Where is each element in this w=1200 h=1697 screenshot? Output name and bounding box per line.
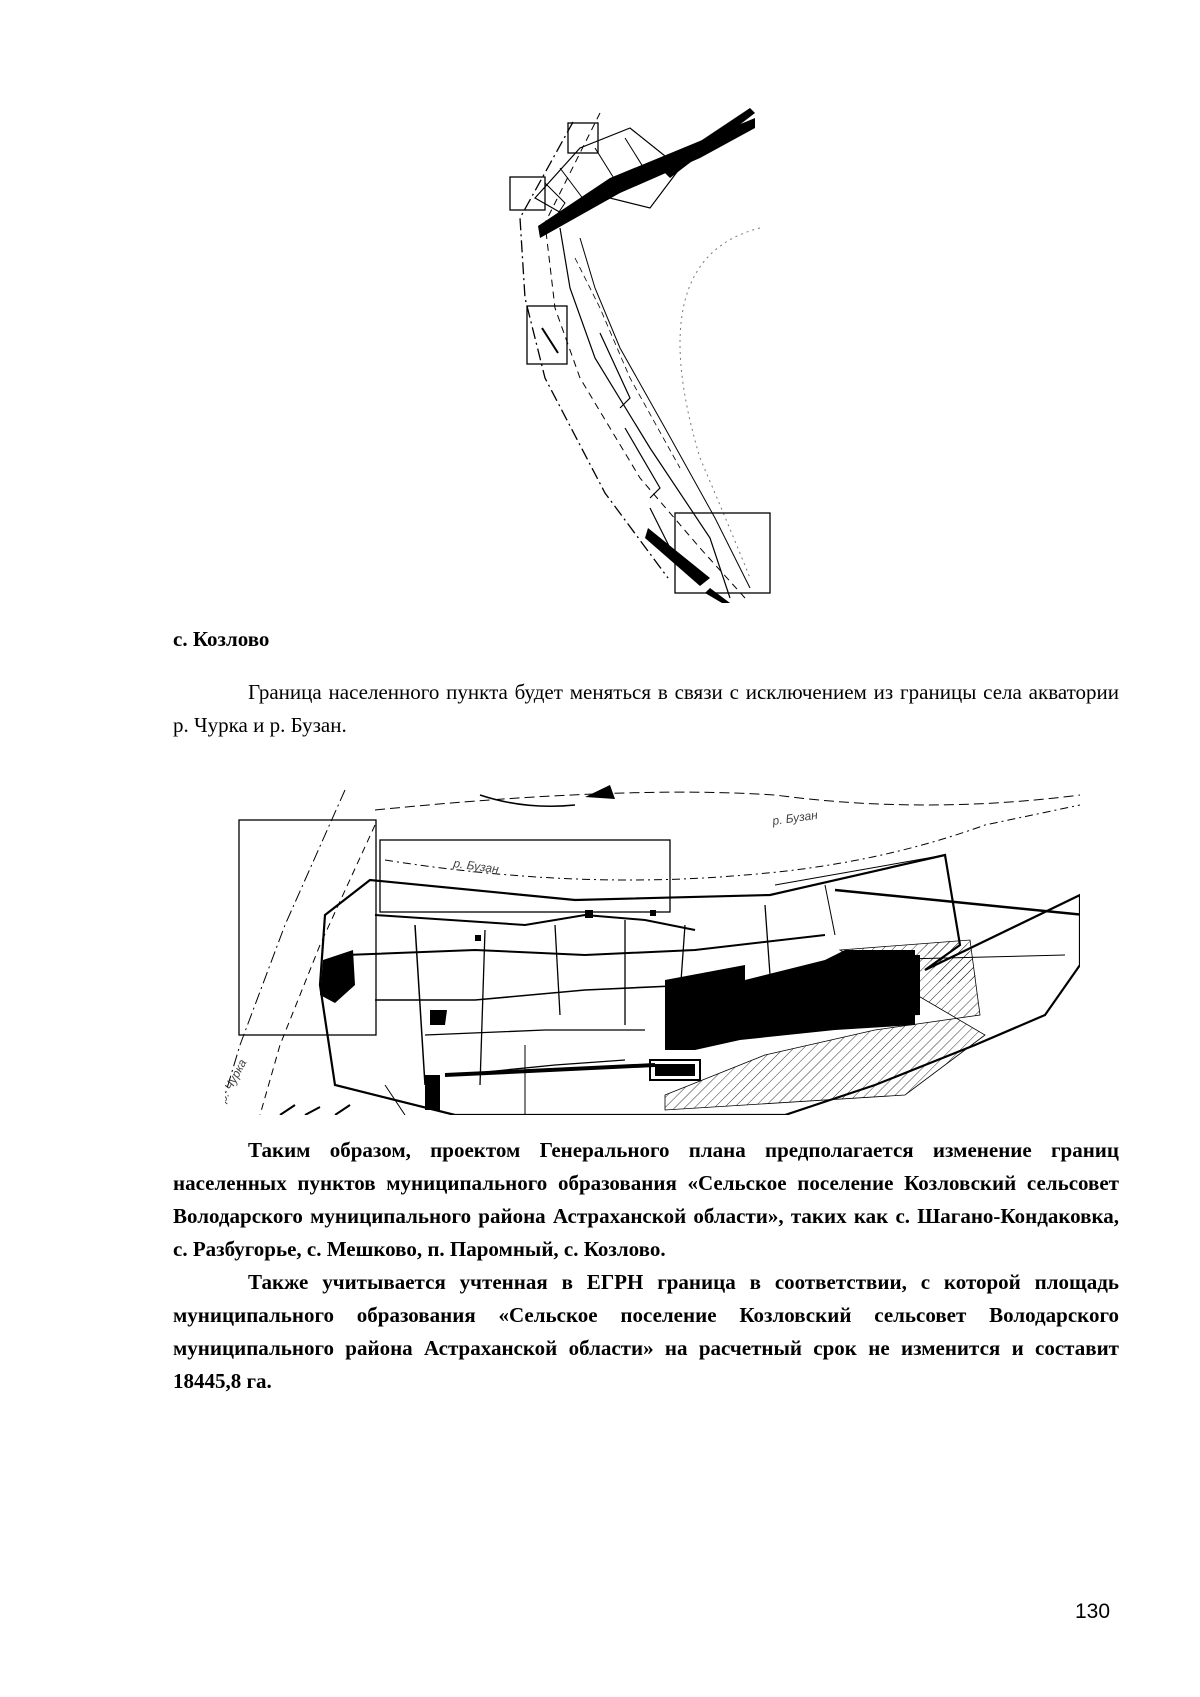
page-number: 130 (1075, 1600, 1111, 1623)
conclusion-paragraph: Таким образом, проектом Генерального пла… (173, 1138, 1119, 1261)
map-label-buzan-2: р. Бузан (770, 808, 818, 828)
section-heading: с. Козлово (173, 627, 270, 651)
area-paragraph: Также учитывается учтенная в ЕГРН границ… (173, 1270, 1119, 1393)
boundary-line (519, 121, 669, 579)
boundary-line-inner (544, 112, 746, 599)
settlement-map-bottom: р. Бузан р. Бузан р. Чурка (225, 785, 1080, 1115)
intro-paragraph: Граница населенного пункта будет менятьс… (173, 680, 1119, 737)
map-label-churka: р. Чурка (225, 1057, 250, 1106)
settlement-map-top (509, 108, 771, 603)
map-label-buzan-1: р. Бузан (452, 856, 500, 876)
